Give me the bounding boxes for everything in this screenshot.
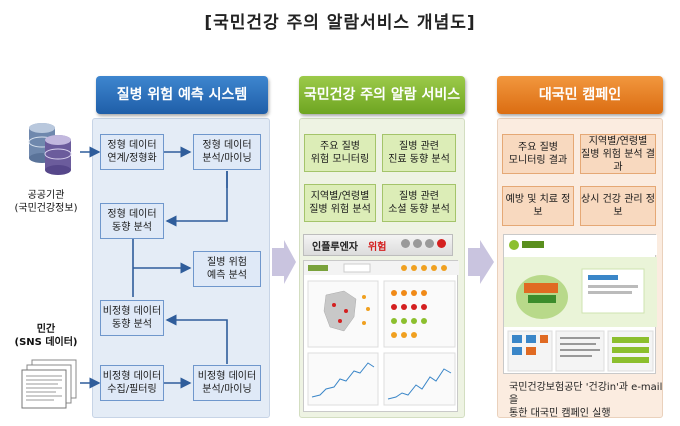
monitor-result-box: 주요 질병 모니터링 결과: [502, 134, 574, 174]
influenza-label: 인플루엔자: [312, 241, 358, 253]
panel-arrow-1: [272, 240, 296, 284]
influenza-alert-bar: 인플루엔자 위험: [303, 234, 453, 256]
source-public-label: 공공기관 (국민건강정보): [14, 190, 78, 214]
unstructured-analysis-box: 비정형 데이터 분석/마이닝: [193, 365, 261, 401]
panel-arrow-2: [468, 240, 494, 284]
clinic-trend-box: 질병 관련 진료 동향 분석: [382, 134, 456, 172]
unstructured-trend-box: 비정형 데이터 동향 분석: [100, 300, 164, 336]
major-monitor-box: 주요 질병 위험 모니터링: [304, 134, 376, 172]
arrow-analysis-to-untrend: [165, 314, 228, 364]
diagram-title: [국민건강 주의 알람서비스 개념도]: [204, 13, 476, 33]
alert-level-dots: [398, 239, 446, 251]
campaign-caption: 국민건강보험공단 '건강in'과 e-mail을 통한 대국민 캠페인 실행: [509, 382, 663, 419]
website-thumbnail: [504, 235, 657, 372]
structured-analysis-box: 정형 데이터 분석/마이닝: [193, 134, 261, 170]
regional-risk-box: 지역별/연령별 질병 위험 분석: [304, 184, 376, 222]
prediction-header: 질병 위험 예측 시스템: [96, 76, 268, 114]
dashboard-thumbnail: [304, 261, 459, 406]
database-icon: [28, 123, 72, 175]
alarm-header: 국민건강 주의 알람 서비스: [299, 76, 465, 114]
structured-link-box: 정형 데이터 연계/정형화: [100, 134, 164, 170]
social-trend-box: 질병 관련 소셜 동향 분석: [382, 184, 456, 222]
daily-health-box: 상시 건강 관리 정보: [580, 186, 656, 226]
campaign-header: 대국민 캠페인: [497, 76, 663, 114]
campaign-website-screenshot: [503, 234, 657, 374]
documents-icon: [21, 359, 77, 409]
source-private-label: 민간 (SNS 데이터): [14, 324, 78, 348]
prevention-box: 예방 및 치료 정보: [502, 186, 574, 226]
unstructured-collect-box: 비정형 데이터 수집/필터링: [100, 365, 164, 401]
influenza-level: 위험: [368, 241, 387, 253]
risk-forecast-box: 질병 위험 예측 분석: [193, 251, 261, 287]
regional-result-box: 지역별/연령별 질병 위험 분석 결과: [580, 134, 656, 174]
structured-trend-box: 정형 데이터 동향 분석: [100, 203, 164, 239]
dashboard-screenshot: [303, 260, 459, 412]
